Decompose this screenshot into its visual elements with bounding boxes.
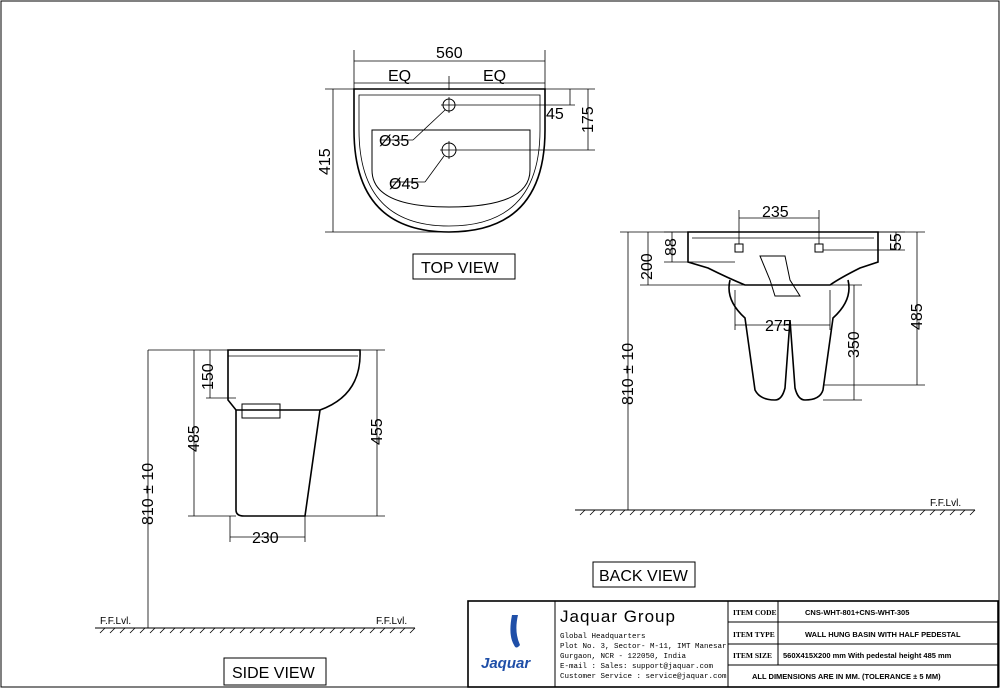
item-size-label: ITEM SIZE: [733, 651, 772, 660]
dim-side-overall: 455: [369, 418, 386, 445]
dim-eq-left: EQ: [388, 68, 411, 85]
side-view-label: SIDE VIEW: [232, 665, 316, 682]
bowl-outline: [371, 129, 531, 208]
item-type-label: ITEM TYPE: [733, 630, 775, 639]
dim-back-bracket: 275: [765, 318, 792, 335]
dim-hole-offset: 45: [546, 106, 564, 123]
dim-hole-center: 175: [580, 106, 597, 133]
basin-top-outline: [353, 88, 546, 233]
fixing-hole-left: [734, 243, 744, 253]
address-line-1: Global Headquarters: [560, 633, 646, 641]
dim-side-top: 150: [200, 363, 217, 390]
pedestal-side: [235, 409, 321, 517]
side-view: F.F.Lvl. F.F.Lvl. 810 ± 10 485 150 455 2…: [95, 349, 416, 686]
dim-back-right-hole: 55: [888, 233, 905, 251]
dim-back-left-hole: 88: [663, 238, 680, 256]
dim-depth: 415: [317, 148, 334, 175]
top-view-label-box: [412, 253, 516, 280]
basin-back-outline: [687, 231, 879, 286]
jaquar-logo-mark: [510, 615, 520, 648]
dim-back-pedestal: 350: [846, 331, 863, 358]
address-line-4: E-mail : Sales: support@jaquar.com: [560, 663, 714, 671]
item-code-label: ITEM CODE: [733, 608, 777, 617]
side-view-label-box: [223, 657, 327, 686]
brand-logo-text: Jaquar: [481, 655, 531, 672]
floor-label-left: F.F.Lvl.: [100, 616, 131, 627]
top-view: 560 EQ EQ 415 45 175 Ø35 Ø45: [317, 45, 597, 280]
dimension-note: ALL DIMENSIONS ARE IN MM. (TOLERANCE ± 5…: [752, 672, 941, 681]
dim-width: 560: [436, 45, 463, 62]
address-line-2: Plot No. 3, Sector- M-11, IMT Manesar: [560, 643, 727, 651]
basin-side-profile: [227, 349, 361, 411]
top-view-label: TOP VIEW: [421, 260, 500, 277]
dim-back-fixing: 235: [762, 204, 789, 221]
dim-side-pedestal: 485: [186, 425, 203, 452]
label-waste-hole: Ø45: [389, 176, 419, 193]
back-view-label-box: [592, 561, 696, 588]
dim-back-depth: 200: [639, 253, 656, 280]
item-size-value: 560X415X200 mm With pedestal height 485 …: [783, 651, 952, 660]
label-tap-hole: Ø35: [379, 133, 409, 150]
back-view-label: BACK VIEW: [599, 568, 689, 585]
item-code-value: CNS-WHT-801+CNS-WHT-305: [805, 608, 909, 617]
title-block: Jaquar Jaquar Group Global Headquarters …: [467, 600, 999, 688]
address-line-5: Customer Service : service@jaquar.com: [560, 673, 727, 681]
floor-label-right: F.F.Lvl.: [376, 616, 407, 627]
dim-back-floor: 810 ± 10: [620, 343, 637, 405]
dim-back-overall: 485: [909, 303, 926, 330]
pedestal-back: [728, 279, 850, 401]
dim-side-floor: 810 ± 10: [140, 463, 157, 525]
address-line-3: Gurgaon, NCR - 122050, India: [560, 653, 687, 661]
dim-side-bottom: 230: [252, 530, 279, 547]
floor-label-back: F.F.Lvl.: [930, 498, 961, 509]
item-type-value: WALL HUNG BASIN WITH HALF PEDESTAL: [805, 630, 961, 639]
company-name: Jaquar Group: [560, 607, 676, 626]
fixing-hole-right: [814, 243, 824, 253]
dim-eq-right: EQ: [483, 68, 506, 85]
back-view: F.F.Lvl. 235 88 200 55 275: [575, 204, 976, 588]
